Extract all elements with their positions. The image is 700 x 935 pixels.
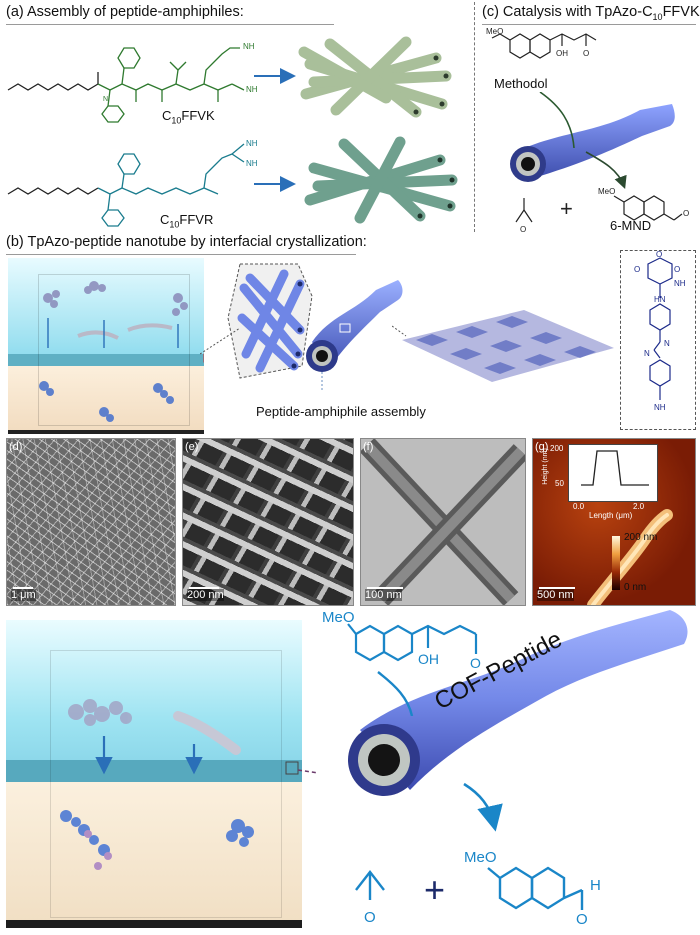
- scale-f: 100 nm: [365, 589, 402, 601]
- assembly-arrows: [254, 68, 296, 192]
- c10ffvr-fibre-bundle: [304, 136, 458, 224]
- interface-box-large: [6, 620, 302, 928]
- panel-b-rule: [6, 254, 356, 255]
- tpazo-n1: N: [664, 339, 670, 348]
- methodol-meo-large: MeO: [322, 612, 355, 626]
- colorbar-top-label: 200 nm: [624, 532, 658, 543]
- methodol-structure-large: MeO OH O: [322, 612, 481, 716]
- scalebar-g: [539, 587, 575, 589]
- scale-g: 500 nm: [537, 589, 574, 601]
- panel-divider: [474, 2, 475, 232]
- plus-sign-c: +: [560, 196, 573, 221]
- interface-molecules-large: [60, 699, 316, 870]
- peptide-c10ffvr-structure: NH NH: [7, 139, 258, 227]
- inset-ytick-50: 50: [555, 479, 564, 488]
- tpazo-n2: N: [644, 349, 650, 358]
- inset-ytick-200: 200: [550, 444, 564, 453]
- tpazo-o-left: O: [634, 265, 640, 274]
- methodol-o-large: O: [470, 655, 481, 671]
- cof-peptide-nanotube: COF-Peptide: [348, 610, 688, 796]
- scalebar-f: [367, 587, 403, 589]
- products-structures: O + MeO O: [515, 187, 689, 234]
- methodol-o: O: [583, 49, 589, 58]
- mnd-meo-large: MeO: [464, 849, 497, 866]
- tpazo-nh-bottom: NH: [654, 403, 666, 412]
- c10ffvr-label: C10FFVR: [160, 212, 214, 230]
- catalysis-nanotube: [510, 92, 675, 189]
- tem-fibres: [361, 439, 525, 605]
- interface-molecules-b: [39, 281, 204, 422]
- nanotube-bundle-zoom: [200, 263, 313, 379]
- micrograph-d-letter: (d): [9, 441, 23, 453]
- scalebar-e: [189, 587, 219, 589]
- inset-xtick-2: 2.0: [633, 502, 645, 511]
- methodol-oh-large: OH: [418, 651, 439, 667]
- peptide-assembly-caption: Peptide-amphiphile assembly: [256, 404, 426, 419]
- tpazo-o-top: O: [656, 250, 662, 259]
- acetone-o: O: [520, 225, 526, 234]
- product-arrow-large: [463, 782, 503, 832]
- acetone-o-large: O: [364, 909, 376, 926]
- panel-c-rule: [482, 24, 696, 25]
- colorbar-bottom-label: 0 nm: [624, 582, 647, 593]
- atom-nh2-r: NH: [246, 139, 258, 148]
- products-structures-large: O + MeO O H: [355, 849, 601, 928]
- micrograph-e-letter: (e): [185, 441, 199, 453]
- tpazo-o-right: O: [674, 265, 680, 274]
- cof-sheet: [392, 310, 614, 382]
- atom-n: N: [103, 96, 108, 103]
- afm-height-inset: 200 50 0.0 2.0 Length (μm) Height (nm): [542, 444, 658, 520]
- mnd-label: 6-MND: [610, 218, 652, 233]
- afm-height-profile: [581, 450, 649, 486]
- mnd-h-large: H: [590, 877, 601, 894]
- panel-a-title: (a) Assembly of peptide-amphiphiles:: [6, 4, 244, 20]
- tpazo-structure-box: [620, 250, 696, 430]
- tem-image-f: (f) 100 nm: [360, 438, 526, 606]
- atom-nh2-c: NH: [246, 85, 258, 94]
- mnd-meo: MeO: [598, 187, 615, 196]
- nanotube-b: [306, 280, 403, 390]
- panel-b-title: (b) TpAzo-peptide nanotube by interfacia…: [6, 234, 367, 250]
- methodol-structure: MeO OH O: [486, 27, 597, 59]
- atom-nh-r: NH: [246, 159, 258, 168]
- methodol-label: Methodol: [494, 76, 548, 91]
- panel-c-title: (c) Catalysis with TpAzo-C10FFVK:: [482, 4, 700, 22]
- c10ffvk-fibre-bundle: [298, 36, 452, 118]
- afm-colorbar: [612, 536, 620, 590]
- afm-fibre: [587, 509, 673, 605]
- afm-profile-plot: [581, 450, 649, 486]
- inset-ylabel: Height (nm): [541, 448, 549, 485]
- c10ffvk-label: C10FFVK: [162, 108, 215, 126]
- scale-d: 1 μm: [11, 589, 36, 601]
- peptide-c10ffvk-structure: N NH NH: [7, 42, 258, 123]
- panel-a-rule: [6, 24, 334, 25]
- tpazo-hn: HN: [654, 295, 666, 304]
- methodol-oh: OH: [556, 49, 568, 58]
- inset-xtick-0: 0.0: [573, 502, 585, 511]
- scale-e: 200 nm: [187, 589, 224, 601]
- atom-nh2-k: NH: [243, 42, 255, 51]
- inset-xlabel: Length (μm): [589, 511, 633, 520]
- sem-image-e: (e) 200 nm: [182, 438, 354, 606]
- micrograph-f-letter: (f): [363, 441, 374, 453]
- micrograph-g-letter: (g): [535, 441, 549, 453]
- mnd-o: O: [683, 209, 689, 218]
- tpazo-structure: O O O NH HN N N NH: [634, 250, 686, 412]
- plus-sign-large: +: [424, 869, 445, 910]
- scalebar-d: [13, 587, 33, 589]
- mnd-o-large: O: [576, 911, 588, 928]
- sem-image-d: (d) 1 μm: [6, 438, 176, 606]
- tpazo-nh-right: NH: [674, 279, 686, 288]
- methodol-meo: MeO: [486, 27, 503, 36]
- interface-box-b: [8, 258, 204, 434]
